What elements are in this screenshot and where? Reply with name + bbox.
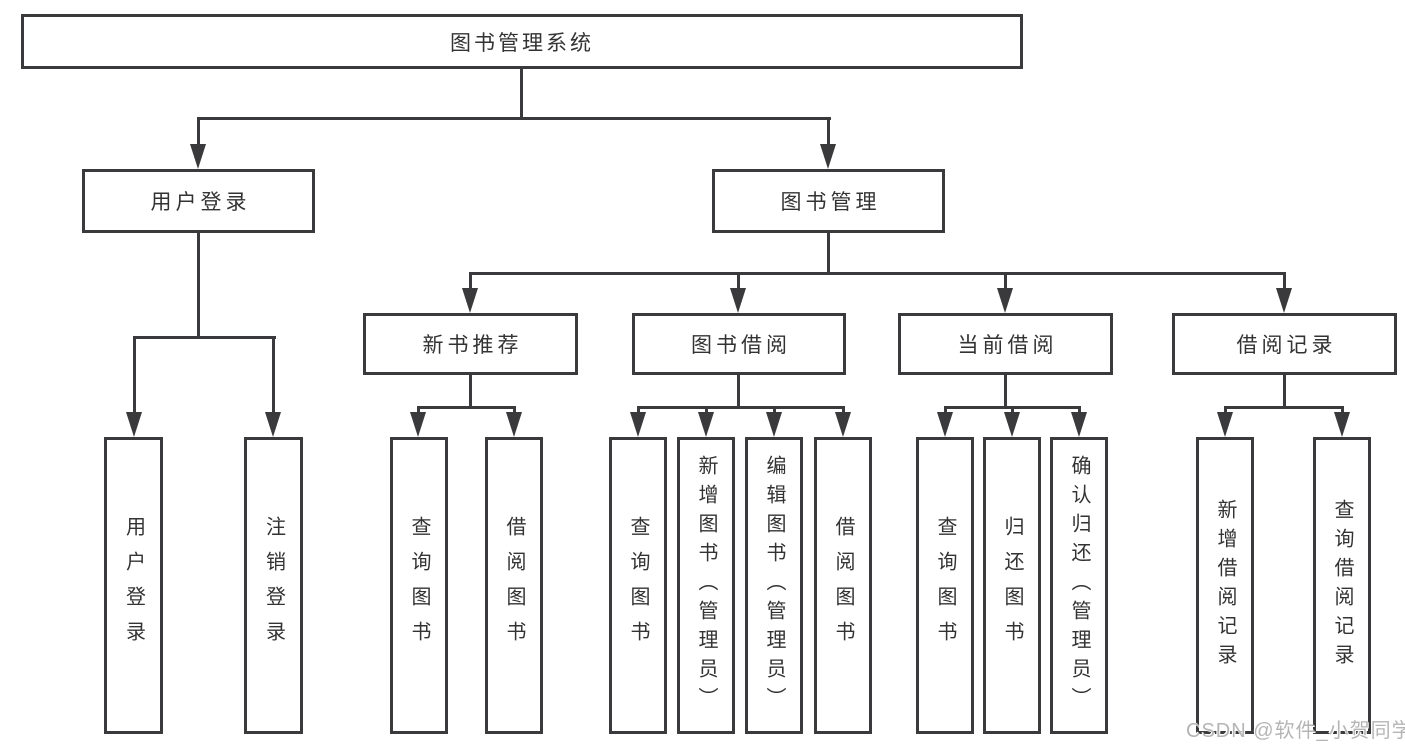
node-label: 图书管理 [780, 191, 881, 214]
node-label: 新书推荐 [422, 334, 523, 357]
node-new-book-recommendation: 新书推荐 [363, 313, 578, 375]
arrow-down-icon [997, 288, 1013, 313]
node-label: 编辑图书（管理员） [763, 455, 785, 716]
connector-g2-c1 [637, 406, 640, 414]
connector-stem-logout-leaf [272, 336, 275, 414]
connector-stem-new-book [469, 272, 472, 290]
node-label: 确认归还（管理员） [1068, 455, 1090, 716]
node-label: 图书管理系统 [450, 31, 594, 55]
node-label: 借阅图书 [503, 515, 525, 656]
connector-user-login-split [133, 336, 276, 339]
arrow-down-icon [462, 288, 478, 313]
connector-g4-stem [1283, 375, 1286, 409]
node-book-borrowing: 图书借阅 [632, 313, 846, 375]
node-label: 注销登录 [262, 515, 285, 656]
watermark: CSDN @软件_小贺同学 [1186, 720, 1405, 742]
connector-g3-c3 [1078, 406, 1081, 414]
arrow-down-icon [766, 412, 782, 437]
node-user-login-leaf: 用户登录 [104, 437, 163, 734]
node-logout-leaf: 注销登录 [244, 437, 303, 734]
node-label: 图书借阅 [691, 334, 791, 357]
arrow-down-icon [126, 412, 142, 437]
node-label: 查询图书 [408, 515, 430, 656]
node-label: 查询图书 [627, 515, 649, 656]
arrow-down-icon [698, 412, 714, 437]
connector-user-login-stem [197, 233, 200, 339]
connector-book-management-split [469, 272, 1286, 275]
connector-g2-stem [737, 375, 740, 409]
arrow-down-icon [1334, 412, 1350, 437]
node-label: 用户登录 [122, 515, 145, 656]
node-edit-books-admin: 编辑图书（管理员） [745, 437, 803, 734]
arrow-down-icon [506, 412, 522, 437]
connector-stem-borrowing-records [1283, 272, 1286, 290]
arrow-down-icon [835, 412, 851, 437]
node-borrow-books-recommend: 借阅图书 [485, 437, 543, 734]
arrow-down-icon [820, 144, 836, 169]
node-label: 用户登录 [150, 191, 251, 214]
connector-stem-book-borrowing [737, 272, 740, 290]
node-add-books-admin: 新增图书（管理员） [677, 437, 735, 734]
connector-stem-user-login-leaf [133, 336, 136, 414]
node-add-borrow-record: 新增借阅记录 [1196, 437, 1254, 734]
connector-g1-c1 [417, 406, 420, 414]
node-label: 新增图书（管理员） [695, 455, 717, 716]
node-current-borrowing: 当前借阅 [898, 313, 1113, 375]
connector-g4-c2 [1341, 406, 1344, 414]
node-label: 归还图书 [1001, 515, 1023, 656]
arrow-down-icon [937, 412, 953, 437]
arrow-down-icon [265, 412, 281, 437]
node-borrow-books-borrowing: 借阅图书 [814, 437, 872, 734]
node-return-books: 归还图书 [983, 437, 1041, 734]
connector-g4-c1 [1224, 406, 1227, 414]
node-query-borrow-record: 查询借阅记录 [1313, 437, 1371, 734]
connector-g3-stem [1004, 375, 1007, 409]
arrow-down-icon [1276, 288, 1292, 313]
connector-g4-split [1224, 406, 1344, 409]
node-confirm-return-admin: 确认归还（管理员） [1050, 437, 1108, 734]
connector-g2-split [637, 406, 845, 409]
node-user-login: 用户登录 [82, 169, 315, 233]
connector-stem-current-borrowing [1004, 272, 1007, 290]
arrow-down-icon [630, 412, 646, 437]
connector-book-management-stem [827, 233, 830, 275]
connector-g1-c2 [513, 406, 516, 414]
connector-g2-c2 [705, 406, 708, 414]
arrow-down-icon [1217, 412, 1233, 437]
node-query-books-current: 查询图书 [916, 437, 974, 734]
arrow-down-icon [190, 144, 206, 169]
arrow-down-icon [730, 288, 746, 313]
arrow-down-icon [410, 412, 426, 437]
connector-g3-c1 [944, 406, 947, 414]
node-label: 查询借阅记录 [1331, 498, 1353, 673]
node-label: 查询图书 [934, 515, 956, 656]
node-label: 当前借阅 [957, 334, 1058, 357]
node-borrowing-records: 借阅记录 [1172, 313, 1397, 375]
connector-g2-c3 [773, 406, 776, 414]
connector-stem-book-management [827, 117, 830, 147]
node-query-books-recommend: 查询图书 [390, 437, 448, 734]
connector-root-stem [520, 69, 523, 120]
connector-g2-c4 [842, 406, 845, 414]
node-library-system: 图书管理系统 [21, 14, 1023, 69]
arrow-down-icon [1071, 412, 1087, 437]
node-label: 借阅记录 [1236, 334, 1337, 357]
node-book-management: 图书管理 [712, 169, 945, 233]
node-label: 借阅图书 [832, 515, 854, 656]
connector-g1-stem [469, 375, 472, 409]
connector-g1-split [417, 406, 516, 409]
connector-root-split [197, 117, 831, 120]
node-label: 新增借阅记录 [1214, 498, 1236, 673]
connector-stem-user-login [197, 117, 200, 147]
arrow-down-icon [1004, 412, 1020, 437]
node-query-books-borrowing: 查询图书 [609, 437, 667, 734]
connector-g3-c2 [1011, 406, 1014, 414]
